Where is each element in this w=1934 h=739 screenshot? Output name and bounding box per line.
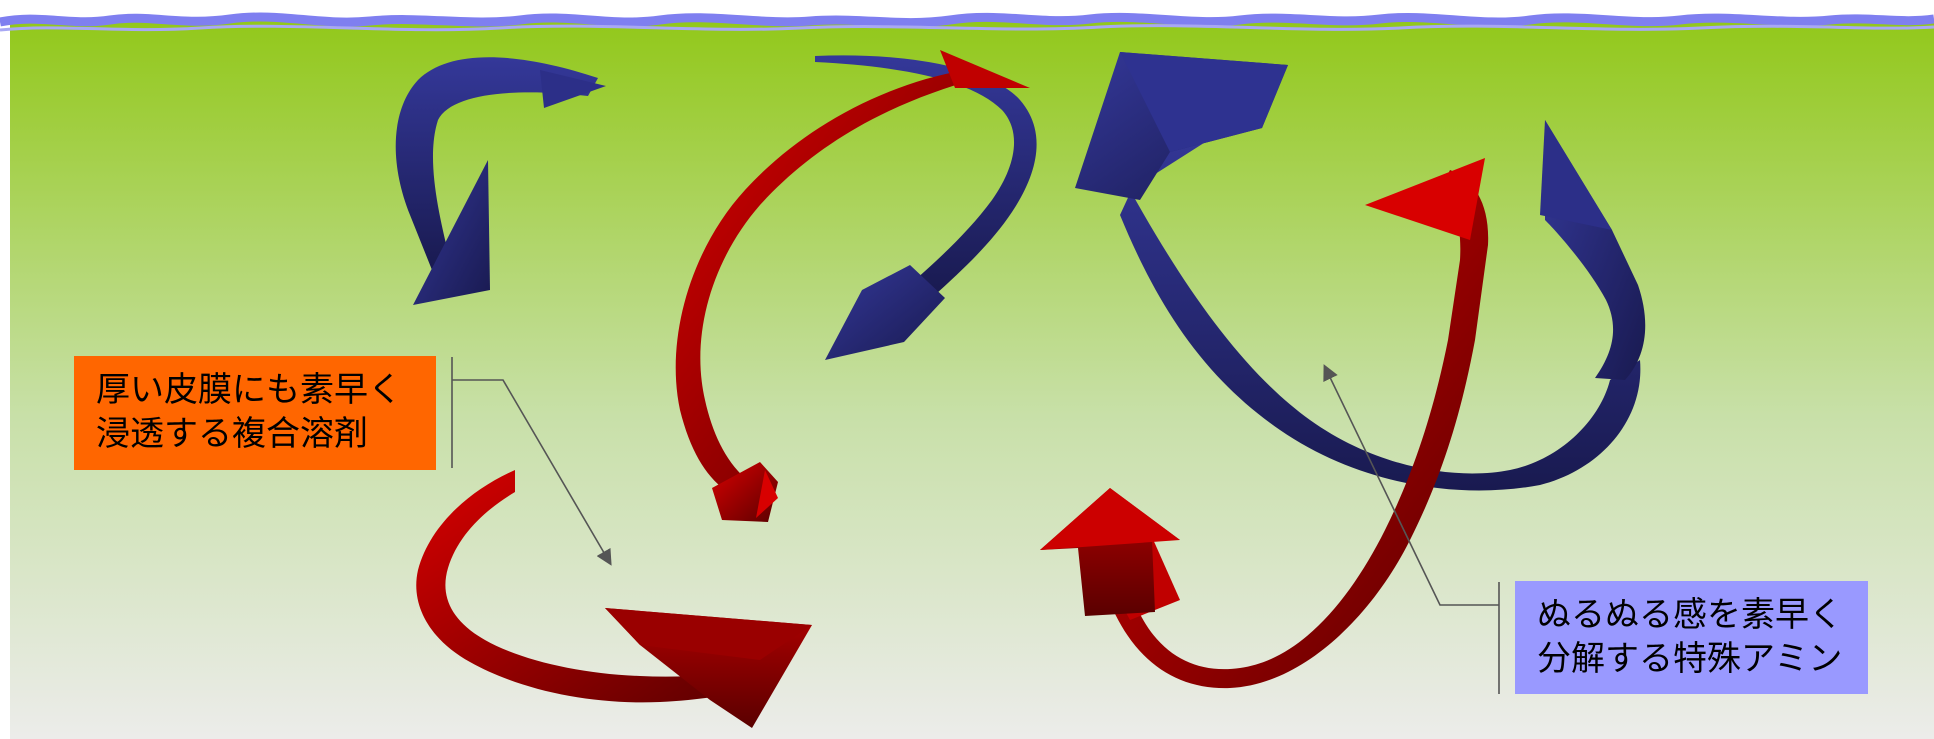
left-leader-line: [451, 357, 610, 563]
left-callout-line1: 厚い皮膜にも素早く: [96, 370, 402, 410]
right-callout-box: [1515, 581, 1868, 694]
left-callout-text: 厚い皮膜にも素早く 浸透する複合溶剤: [74, 356, 436, 470]
blue-arrow-far-right: [1540, 120, 1646, 380]
left-callout-box: [74, 356, 436, 470]
water-surface-shadow: [0, 24, 1934, 32]
right-callout-line2: 分解する特殊アミン: [1537, 639, 1843, 680]
right-callout-line1: ぬるぬる感を素早く: [1537, 595, 1843, 635]
blue-arrow-top-left: [395, 57, 606, 305]
water-surface-line: [0, 12, 1934, 28]
right-callout-text: ぬるぬる感を素早く 分解する特殊アミン: [1515, 581, 1868, 694]
blue-arrow-top-center: [815, 55, 1037, 360]
right-leader-line: [1325, 367, 1500, 694]
red-arrow-center: [675, 50, 1030, 522]
blue-arrow-large-right: [1075, 52, 1641, 491]
red-arrow-bottom-center: [1040, 488, 1180, 616]
red-arrow-bottom-left: [416, 470, 812, 728]
left-callout-line2: 浸透する複合溶剤: [96, 414, 368, 455]
